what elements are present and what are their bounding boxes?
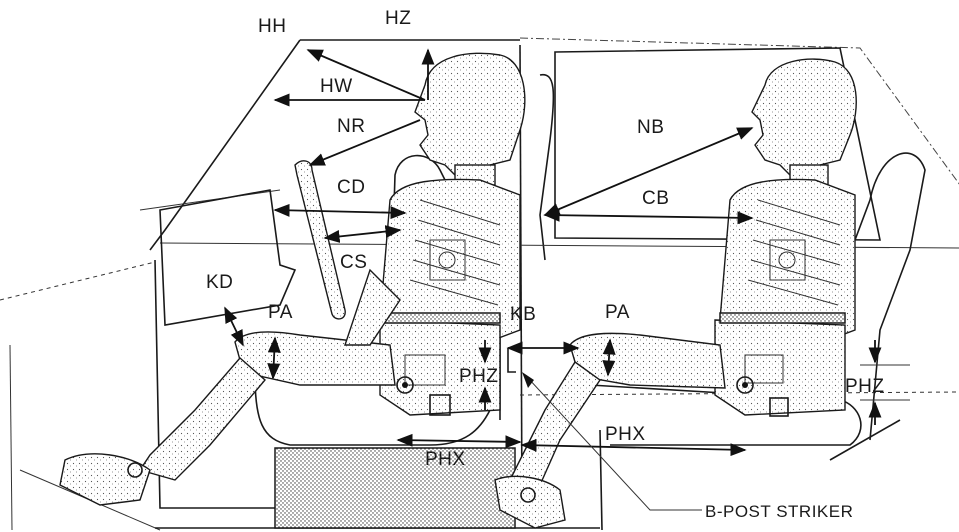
label-nr: NR: [337, 116, 365, 137]
rear-dummy: [494, 58, 857, 529]
label-hz: HZ: [385, 8, 411, 29]
measurement-labels: HH HZ HW NR CD CS KD PA KB PHZ PHX NB CB…: [206, 8, 885, 521]
label-cs: CS: [340, 252, 367, 273]
label-hw: HW: [320, 76, 353, 97]
label-pa-rear: PA: [605, 302, 630, 323]
label-cd: CD: [337, 177, 365, 198]
instrument-panel: [159, 189, 297, 326]
label-kd: KD: [206, 272, 233, 293]
front-dummy: [59, 52, 526, 506]
label-cb: CB: [642, 188, 669, 209]
measurement-arrows: [224, 48, 910, 511]
label-pa-front: PA: [268, 302, 293, 323]
label-kb: KB: [510, 304, 536, 325]
label-phz-rear: PHZ: [845, 376, 885, 397]
label-phx-front: PHX: [425, 449, 466, 470]
front-seat: [254, 154, 516, 529]
label-nb: NB: [637, 117, 664, 138]
label-b-post-striker: B-POST STRIKER: [705, 502, 853, 521]
label-phx-rear: PHX: [605, 424, 646, 445]
steering-column: [294, 160, 346, 320]
label-phz-front: PHZ: [459, 366, 499, 387]
label-hh: HH: [258, 16, 286, 37]
